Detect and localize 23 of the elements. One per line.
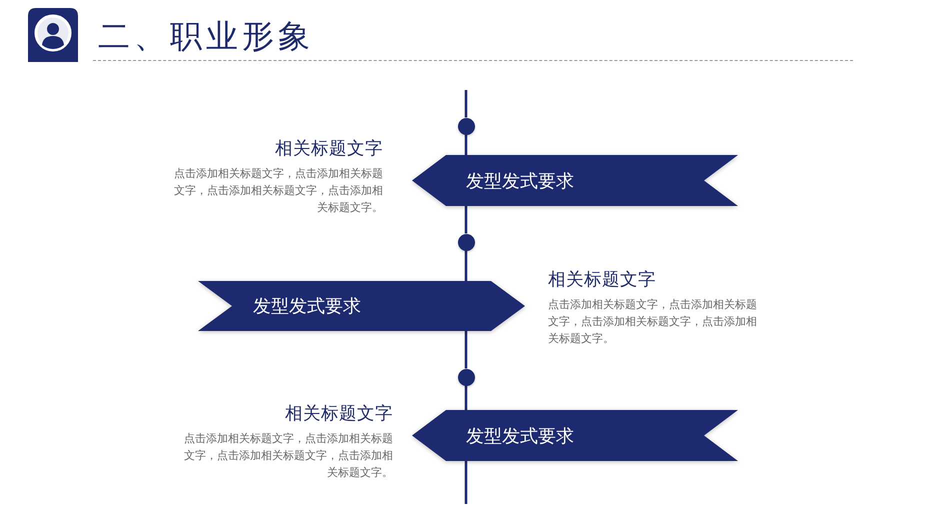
subheading: 相关标题文字 [274, 137, 383, 159]
timeline-dot [458, 234, 475, 250]
ribbon-banner [412, 410, 738, 461]
page-title: 二、职业形象 [98, 17, 314, 56]
description-text: 点击添加相关标题文字，点击添加相关标题文字，点击添加相关标题文字，点击添加相关标题文字。 [548, 298, 758, 347]
timeline-dot [458, 368, 475, 386]
banner-label: 发型发式要求 [253, 295, 361, 317]
timeline-line [464, 250, 468, 281]
ribbon-banner [198, 281, 525, 331]
ribbon-banner [412, 155, 738, 206]
timeline-dot [458, 118, 475, 134]
subheading: 相关标题文字 [284, 402, 393, 424]
timeline-line [464, 90, 468, 118]
banner-label: 发型发式要求 [466, 424, 574, 446]
banner-label: 发型发式要求 [466, 170, 574, 192]
timeline-line [464, 386, 468, 410]
description-text: 点击添加相关标题文字，点击添加相关标题文字，点击添加相关标题文字，点击添加相关标题文字。 [173, 166, 383, 216]
timeline-line [464, 206, 468, 234]
timeline-line [464, 134, 468, 155]
timeline-line [464, 331, 468, 368]
subheading: 相关标题文字 [548, 268, 657, 290]
timeline-line [464, 461, 468, 504]
description-text: 点击添加相关标题文字，点击添加相关标题文字，点击添加相关标题文字，点击添加相关标题文字。 [183, 432, 393, 481]
